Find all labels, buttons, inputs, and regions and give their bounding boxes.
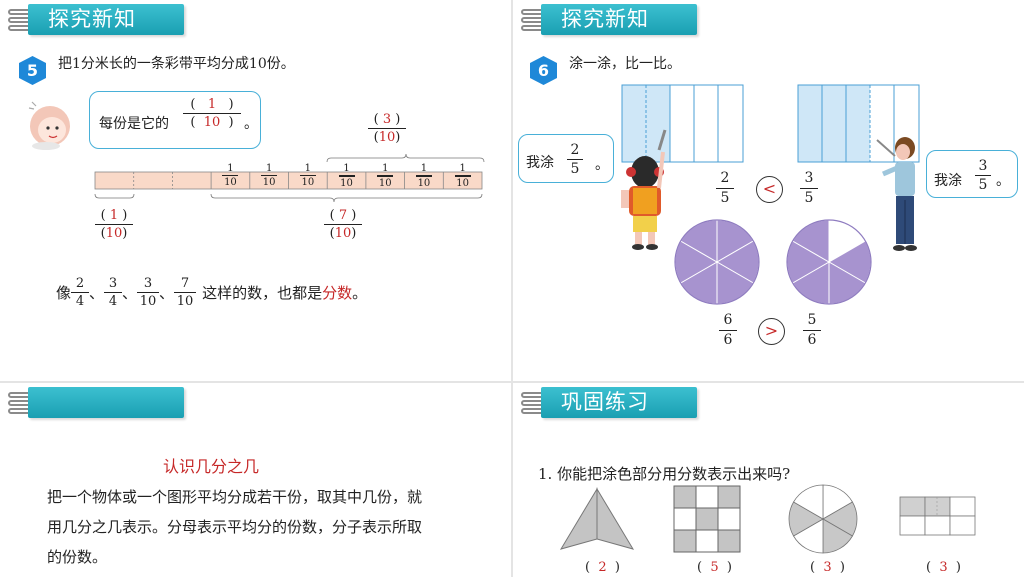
concept-line-3: 的份数。 [47,548,108,566]
speech-bubble [89,91,261,149]
binder-rings-icon [8,9,34,31]
bubble-suffix: 。 [244,116,258,132]
compare1-sign: < [756,176,783,203]
grid-cell [673,529,697,553]
left-speech-bubble [518,134,614,183]
practice-answer-1: ( 2 ) [585,560,620,575]
grid-cell [673,507,697,531]
practice-circle-sector [793,484,824,520]
bubble-fraction: ( 1 ) ( 10 ) [183,97,241,130]
label-three-tenths: ( 3 ) (10) [368,112,406,145]
compare2-sign: > [758,318,785,345]
grid-cell [673,485,697,509]
section-tab: 探究新知 [28,4,184,35]
svg-text:6: 6 [538,61,549,80]
grid-cell [695,485,719,509]
practice-question: 1. 你能把涂色部分用分数表示出来吗? [538,465,791,483]
shape-grid [673,485,741,553]
label-seven-tenths: ( 7 ) (10) [324,208,362,241]
panel-explore-5: 探究新知 5 把1分米长的一条彩带平均分成10份。 每份是它的 ( 1 ) ( … [0,0,511,381]
concept-line-2: 用几分之几表示。分母表示平均分的份数，分子表示所取 [47,518,423,536]
left-bubble-text: 我涂 [526,155,554,171]
rect-two-fifths [621,84,744,163]
practice-answer-4: ( 3 ) [926,560,961,575]
shape-circle [788,484,858,554]
grid-cell [717,485,741,509]
label-one-tenth: ( 1 ) (10) [95,208,133,241]
bubble-prefix: 每份是它的 [99,116,169,132]
shape-blocks [899,496,976,536]
shape-triangle [559,487,635,550]
girl-avatar-icon [28,101,70,150]
grid-cell [695,529,719,553]
problem-text: 涂一涂，比一比。 [569,56,681,72]
practice-answer-3: ( 3 ) [810,560,845,575]
right-speech-bubble [926,150,1018,198]
right-bubble-text: 我涂 [934,173,962,189]
hexagon-badge-icon: 6 [530,56,557,85]
section-tab: 探究新知 [541,4,697,35]
grid-cell [717,507,741,531]
boy-with-brush-icon [876,137,917,251]
concept-heading: 认识几分之几 [163,457,260,476]
rect-three-fifths [797,84,920,163]
grid-cell [695,507,719,531]
practice-answer-2: ( 5 ) [697,560,732,575]
panel-concept: 认识几分之几 把一个物体或一个图形平均分成若干份，取其中几份，就 用几分之几表示… [0,383,511,577]
section-tab [28,387,184,418]
circle-five-sixths [786,219,872,305]
section-tab: 巩固练习 [541,387,697,418]
girl-with-brush-icon [621,129,667,250]
problem-text: 把1分米长的一条彩带平均分成10份。 [58,56,295,72]
svg-text:5: 5 [27,61,38,80]
circle-six-sixths [674,219,760,305]
concept-line-1: 把一个物体或一个图形平均分成若干份，取其中几份，就 [47,488,423,506]
panel-practice: 巩固练习 1. 你能把涂色部分用分数表示出来吗? ( 2 ) ( 5 ) ( 3 )… [513,383,1024,577]
hexagon-badge-icon: 5 [19,56,46,85]
grid-cell [717,529,741,553]
